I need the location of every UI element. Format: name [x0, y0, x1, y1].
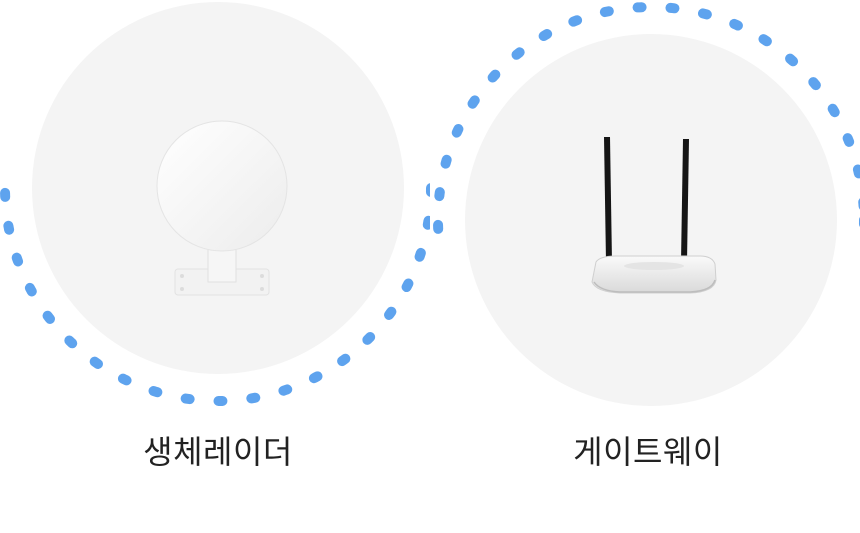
radar-label: 생체레이더: [143, 433, 293, 471]
gateway-backdrop-circle: [465, 34, 837, 406]
wifi-router-icon: [591, 137, 717, 294]
gateway-dashed-arc: [433, 2, 860, 235]
radar-product: [0, 2, 430, 406]
radar-dashed-arc: [0, 180, 430, 406]
radar-sensor-icon: [156, 120, 288, 296]
gateway-label: 게이트웨이: [573, 433, 723, 471]
gateway-product: [433, 2, 860, 406]
